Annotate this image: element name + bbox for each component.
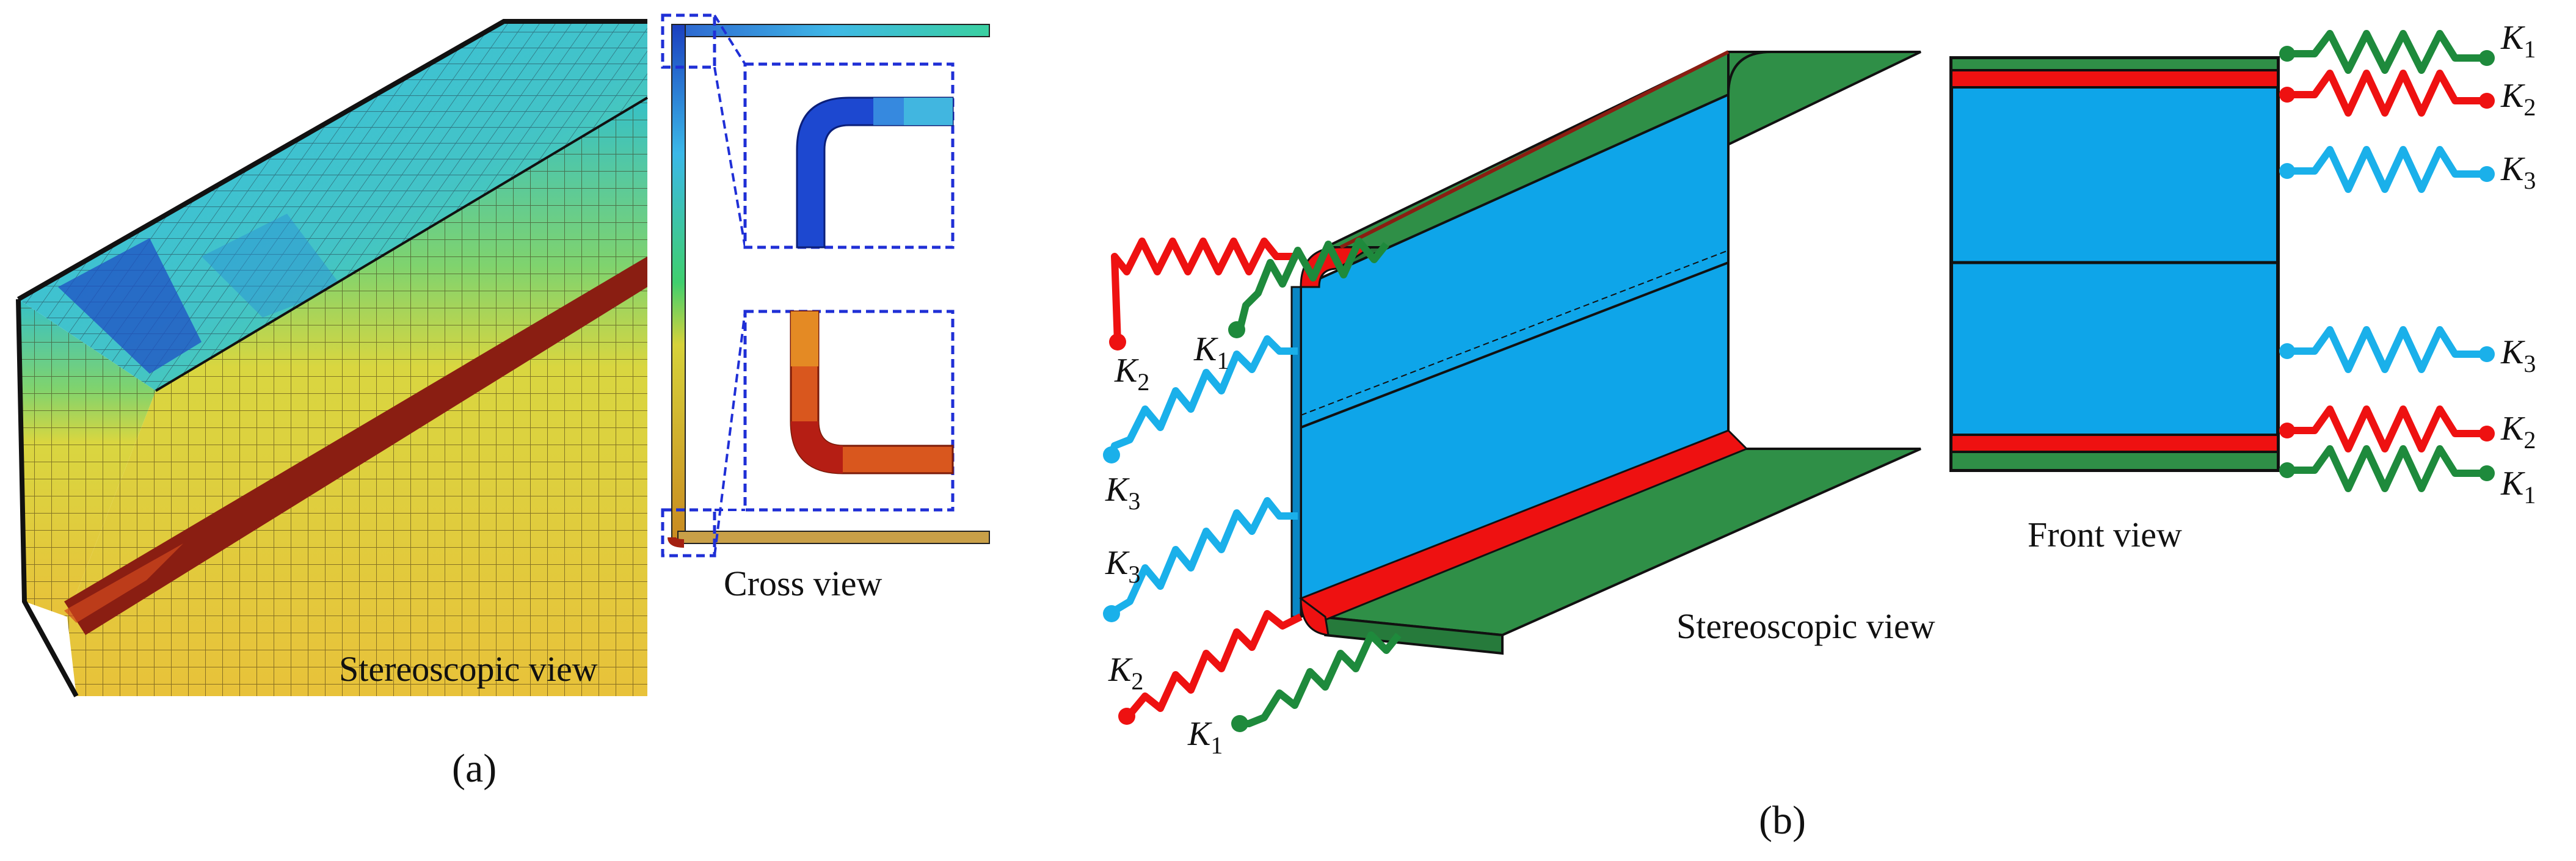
callout-box-top bbox=[661, 13, 716, 69]
label-k2-right-top: K2 bbox=[2501, 77, 2536, 121]
spring-k1-top bbox=[1228, 238, 1389, 338]
panel-a-label: (a) bbox=[452, 746, 497, 791]
front-view-section bbox=[1949, 56, 2280, 472]
label-k1-right-bottom: K1 bbox=[2501, 465, 2536, 509]
panel-b: Stereoscopic view Front view (b) bbox=[1103, 30, 2495, 843]
label-k1-right-top: K1 bbox=[2501, 19, 2536, 63]
label-k2-right-bottom: K2 bbox=[2501, 410, 2536, 454]
spring-k1-bottom bbox=[1231, 631, 1402, 732]
spring-k1-right-bottom bbox=[2279, 445, 2495, 492]
spring-k2-right-top bbox=[2279, 70, 2495, 117]
callout-box-bottom bbox=[661, 508, 716, 558]
label-k3-left-bottom: K3 bbox=[1105, 544, 1141, 588]
cross-view-section bbox=[661, 13, 990, 558]
spring-k3-right-top bbox=[2279, 146, 2495, 193]
spring-k3-bottom bbox=[1103, 497, 1298, 622]
panel-a: Stereoscopic view Cross view (a) bbox=[16, 13, 990, 791]
panel-a-cross-caption: Cross view bbox=[724, 564, 882, 603]
label-k3-left-top: K3 bbox=[1105, 471, 1141, 515]
zoom-box-top-corner bbox=[743, 62, 955, 249]
label-k3-right-bottom: K3 bbox=[2501, 333, 2536, 377]
panel-b-stereo-caption: Stereoscopic view bbox=[1676, 606, 1935, 646]
spring-k2-top bbox=[1109, 238, 1298, 351]
label-k1-left-bottom: K1 bbox=[1188, 715, 1223, 759]
zoom-box-bottom-corner bbox=[743, 310, 955, 512]
spring-k2-right-bottom bbox=[2279, 405, 2495, 452]
spring-k2-bottom bbox=[1118, 610, 1303, 725]
panel-b-front-caption: Front view bbox=[2028, 515, 2182, 554]
label-k2-left-top: K2 bbox=[1115, 352, 1150, 396]
spring-k3-top bbox=[1103, 335, 1298, 463]
label-k3-right-top: K3 bbox=[2501, 150, 2536, 194]
panel-b-label: (b) bbox=[1759, 798, 1806, 843]
stereoscopic-fe-model bbox=[16, 19, 649, 697]
panel-a-stereo-caption: Stereoscopic view bbox=[339, 649, 598, 689]
label-k1-left-top: K1 bbox=[1194, 330, 1229, 374]
spring-k1-right-top bbox=[2279, 30, 2495, 74]
spring-k3-right-bottom bbox=[2279, 326, 2495, 373]
label-k2-left-bottom: K2 bbox=[1108, 651, 1144, 695]
channel-stereoscopic bbox=[1290, 50, 1921, 655]
